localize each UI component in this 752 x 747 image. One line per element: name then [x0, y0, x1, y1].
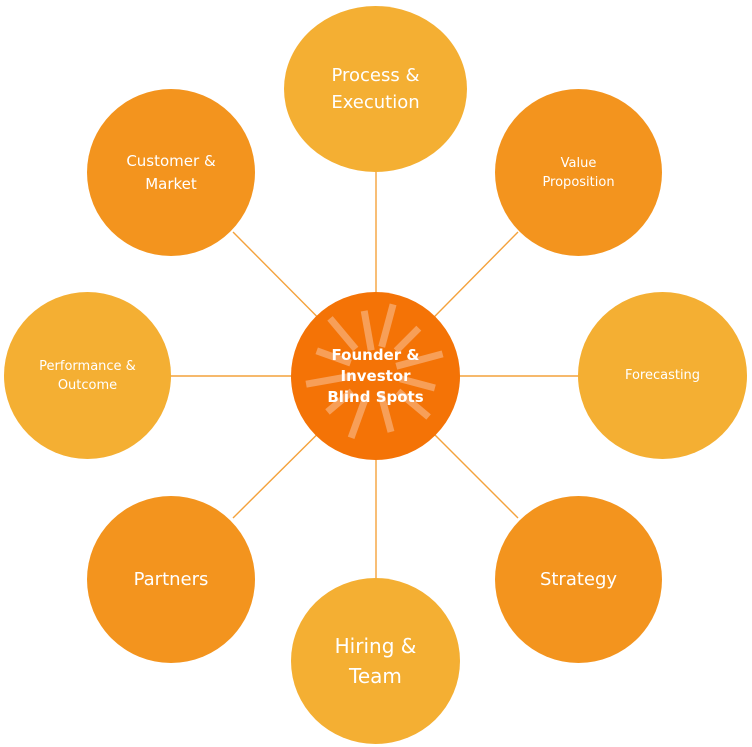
center-label: Founder & Investor Blind Spots	[327, 345, 424, 406]
node-value-proposition: Value Proposition	[495, 89, 662, 256]
node-partners: Partners	[87, 496, 255, 663]
node-performance-outcome: Performance & Outcome	[4, 292, 171, 459]
sunburst-rays-icon	[305, 303, 444, 439]
node-strategy: Strategy	[495, 496, 662, 663]
sunburst-ray	[305, 372, 354, 388]
node-label-customer-market: Customer & Market	[126, 151, 216, 193]
node-label-process-execution: Process & Execution	[331, 65, 420, 113]
node-label-forecasting: Forecasting	[624, 368, 701, 383]
sunburst-ray	[399, 375, 436, 392]
sunburst-ray	[360, 310, 375, 351]
sunburst-ray	[327, 316, 359, 352]
sunburst-ray	[377, 392, 395, 433]
node-customer-market: Customer & Market	[87, 89, 255, 256]
sunburst-ray	[378, 303, 397, 348]
node-hiring-team: Hiring & Team	[291, 578, 460, 744]
node-label-strategy: Strategy	[539, 568, 618, 590]
sunburst-ray	[395, 350, 444, 370]
node-forecasting: Forecasting	[578, 292, 747, 459]
sunburst-ray	[315, 347, 352, 367]
node-label-performance-outcome: Performance & Outcome	[39, 358, 136, 393]
sunburst-ray	[347, 395, 370, 439]
sunburst-ray	[395, 388, 431, 420]
center-hub: Founder & Investor Blind Spots	[291, 292, 460, 460]
node-label-partners: Partners	[133, 568, 209, 590]
sunburst-ray	[325, 388, 355, 415]
node-label-hiring-team: Hiring & Team	[334, 634, 417, 688]
sunburst-ray	[393, 325, 422, 354]
node-label-value-proposition: Value Proposition	[542, 155, 615, 190]
node-process-execution: Process & Execution	[284, 6, 467, 172]
